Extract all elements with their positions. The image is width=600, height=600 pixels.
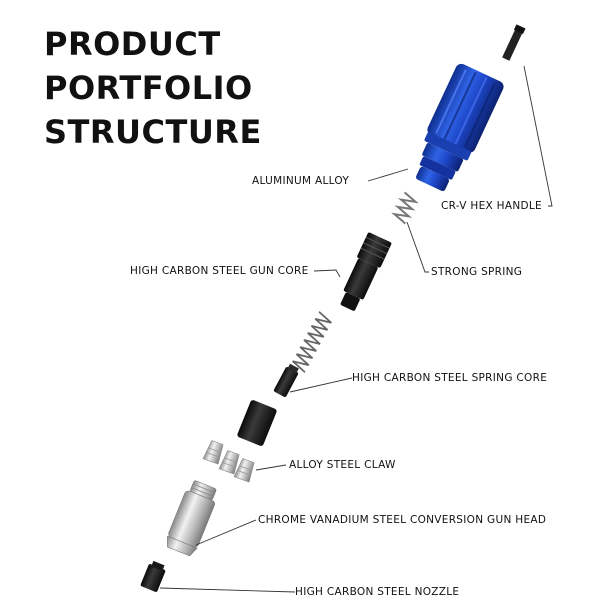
label-alloy-steel-claw: ALLOY STEEL CLAW [289, 459, 396, 471]
label-gun-head: CHROME VANADIUM STEEL CONVERSION GUN HEA… [258, 514, 547, 526]
label-crv-hex-handle: CR-V HEX HANDLE [441, 200, 542, 212]
black-sleeve-part [237, 400, 277, 446]
long-spring-part [292, 311, 332, 373]
spring-core-part [273, 363, 299, 397]
leader-gun-head [195, 519, 257, 546]
leader-hex-handle [523, 65, 553, 207]
claw-part-2 [218, 450, 240, 475]
title-line-3: STRUCTURE [44, 113, 262, 151]
hex-shaft [502, 24, 526, 61]
title-line-2: PORTFOLIO [44, 69, 253, 107]
label-nozzle: HIGH CARBON STEEL NOZZLE [295, 586, 460, 598]
label-spring-core: HIGH CARBON STEEL SPRING CORE [352, 372, 548, 384]
label-gun-core: HIGH CARBON STEEL GUN CORE [130, 265, 309, 277]
leader-claw [255, 464, 287, 471]
leader-nozzle [159, 587, 296, 593]
leader-gun-core [313, 269, 341, 278]
label-aluminum-alloy: ALUMINUM ALLOY [252, 175, 350, 187]
leader-spring-core [289, 377, 353, 393]
title-line-1: PRODUCT [44, 25, 221, 63]
leader-lines [159, 65, 553, 593]
label-strong-spring: STRONG SPRING [431, 266, 523, 278]
leader-aluminum [367, 168, 409, 182]
gun-head-part [167, 480, 217, 557]
page-title: PRODUCT PORTFOLIO STRUCTURE [44, 22, 262, 154]
claw-part-3 [233, 458, 255, 483]
claw-part-1 [202, 440, 224, 465]
aluminum-handle [416, 63, 504, 192]
strong-spring-part [391, 191, 419, 225]
nozzle-part [140, 560, 166, 592]
gun-core-part [340, 232, 392, 311]
leader-strong-spring [406, 221, 429, 273]
